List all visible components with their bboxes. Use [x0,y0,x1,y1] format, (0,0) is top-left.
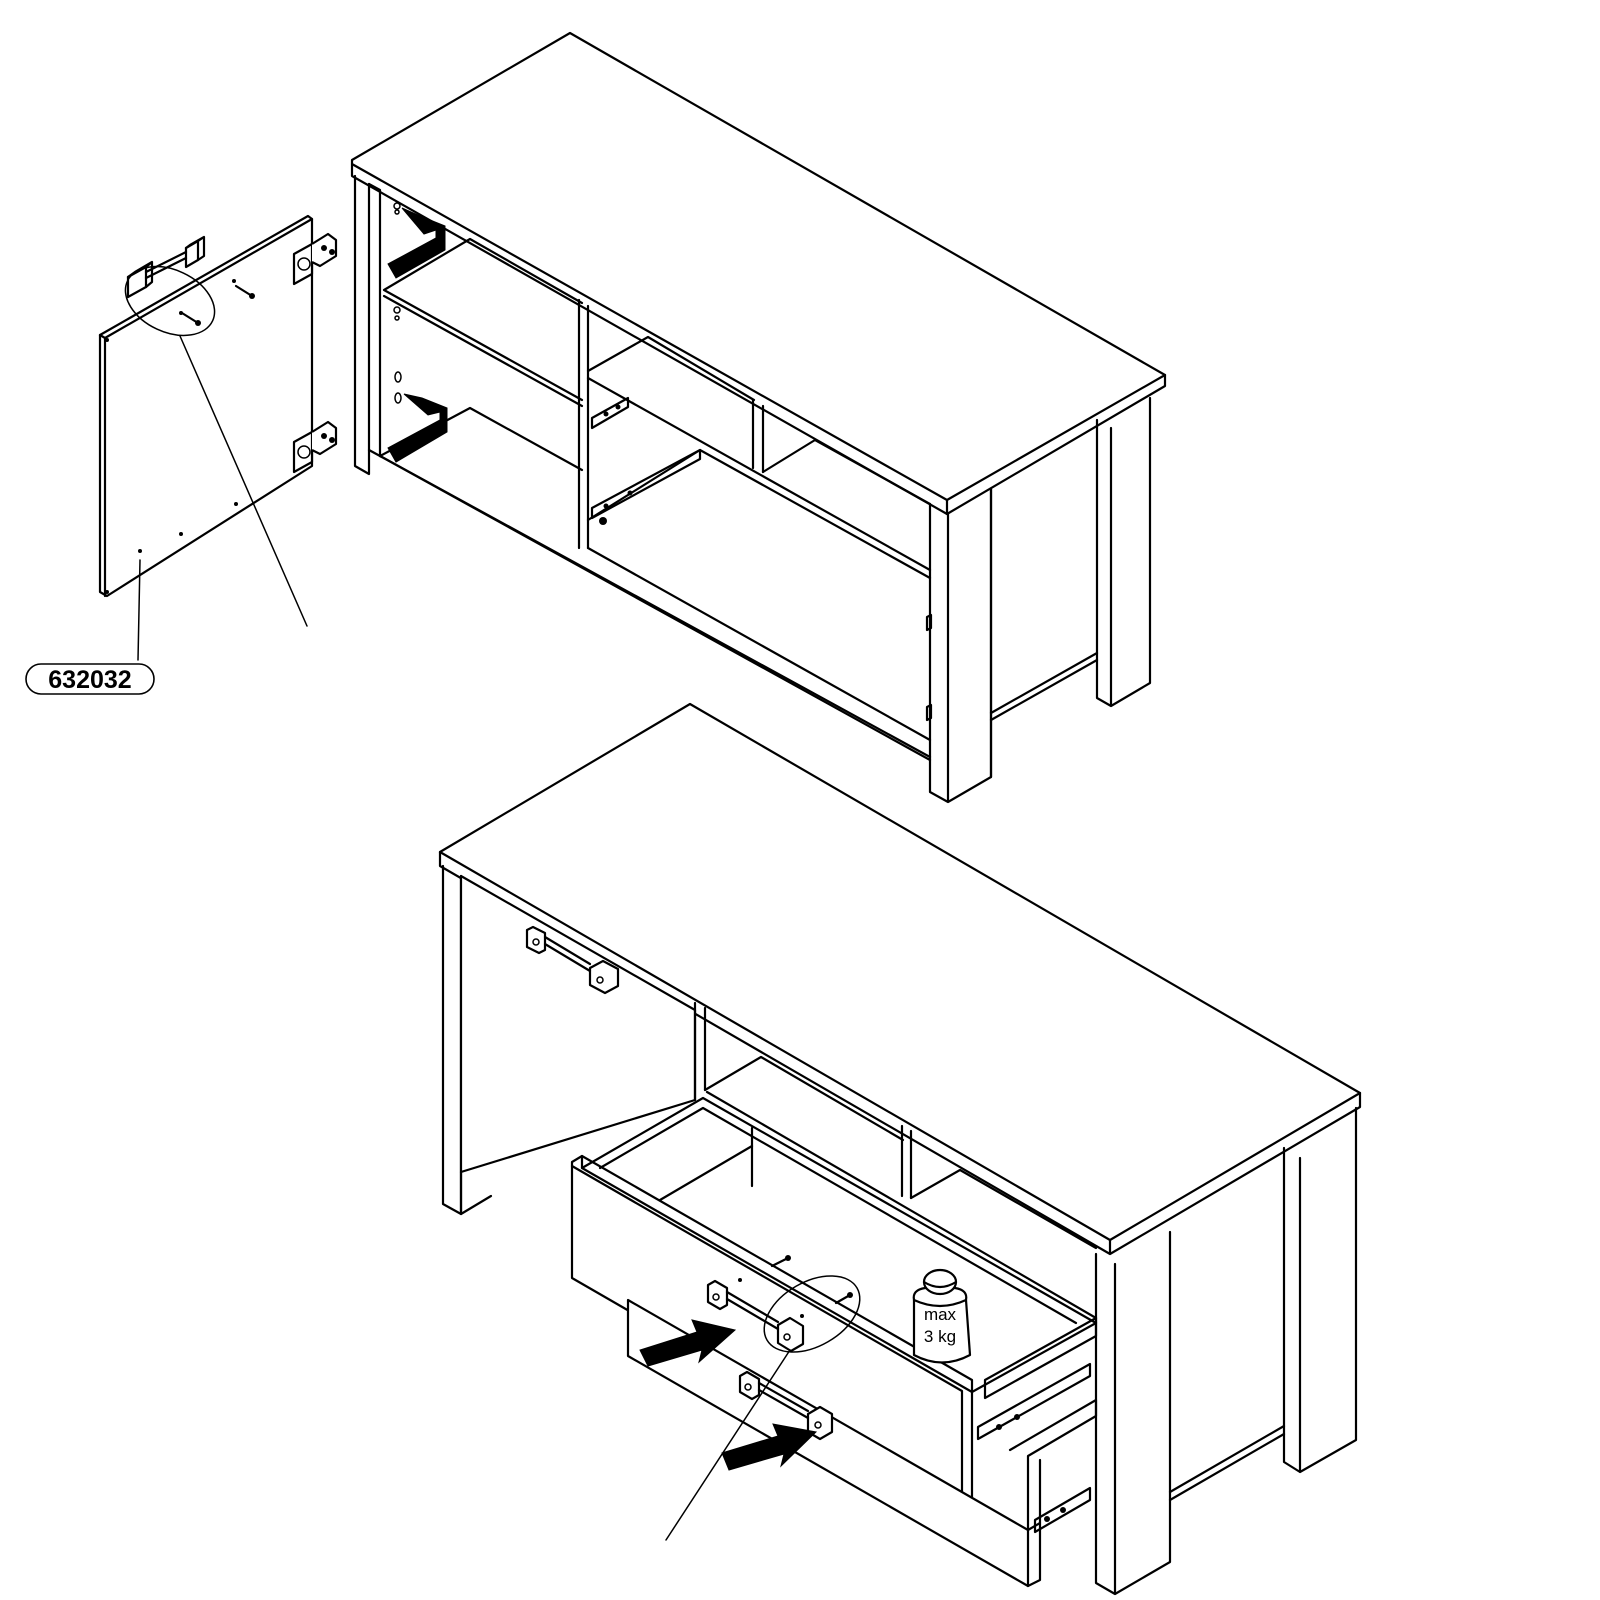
bottom-cabinet [438,702,1362,1596]
callout-ellipse [763,1275,861,1353]
part-number-text: 632032 [48,666,131,694]
weight-value-text: 3 kg [924,1327,956,1346]
weight-icon: max 3 kg [912,1268,972,1364]
part-number-label: 632032 [25,559,155,695]
arrow-icon [639,1319,818,1471]
top-cabinet-divider [577,298,590,550]
top-cabinet-front-leg [928,487,993,804]
drawer-runner-icon [976,1362,1092,1534]
hinge-icon [292,232,338,474]
door-panel [98,214,314,598]
top-cabinet [350,31,1167,804]
top-cabinet-back-leg [1095,396,1152,708]
weight-max-text: max [924,1305,957,1324]
drawer-runner-icon [590,396,702,525]
top-cabinet-top-panel [350,31,1167,502]
handle-icon [706,1279,805,1353]
handle-icon [738,1370,834,1441]
top-cabinet-left-side [353,174,371,476]
screw-icon [738,1255,853,1318]
screw-icon [180,284,255,326]
callout-ellipse [124,265,216,337]
arrow-icon [387,207,448,463]
handle-icon [525,925,620,995]
top-cabinet-shelf [382,237,584,408]
